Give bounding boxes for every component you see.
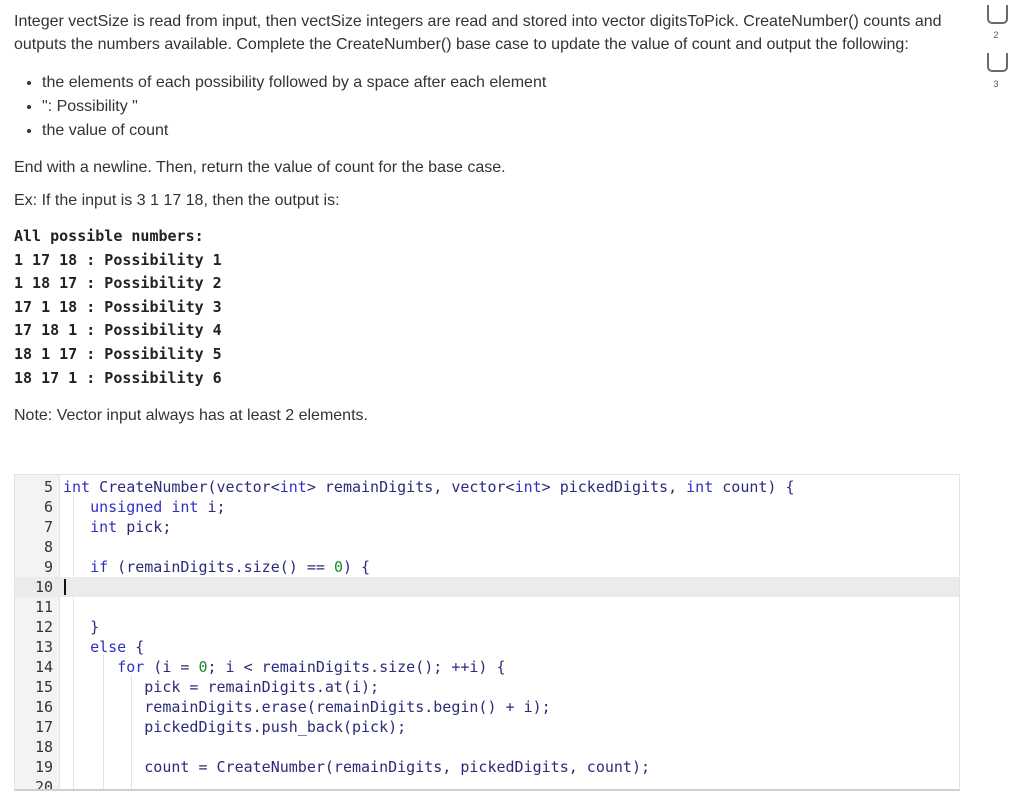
code-text[interactable]: int CreateNumber(vector<int> remainDigit… bbox=[63, 478, 795, 496]
line-number: 7 bbox=[43, 518, 53, 536]
note-paragraph: Note: Vector input always has at least 2… bbox=[14, 407, 368, 425]
list-item: the elements of each possibility followe… bbox=[42, 71, 944, 95]
list-item: the value of count bbox=[42, 119, 944, 143]
line-number: 20 bbox=[34, 778, 53, 791]
output-line: 18 1 17 : Possibility 5 bbox=[14, 344, 222, 363]
text-cursor bbox=[64, 579, 66, 595]
code-editor[interactable]: 5 int CreateNumber(vector<int> remainDigi… bbox=[14, 474, 960, 791]
line-number: 18 bbox=[34, 738, 53, 756]
code-line[interactable]: 17 pickedDigits.push_back(pick); bbox=[15, 717, 959, 737]
output-line: 1 17 18 : Possibility 1 bbox=[14, 250, 222, 269]
code-line[interactable]: 18 bbox=[15, 737, 959, 757]
line-number: 15 bbox=[34, 678, 53, 696]
code-text[interactable]: else { bbox=[90, 638, 145, 656]
code-line[interactable]: 10 bbox=[15, 577, 959, 597]
code-text[interactable]: if (remainDigits.size() == 0) { bbox=[90, 558, 371, 576]
output-line: 1 18 17 : Possibility 2 bbox=[14, 274, 222, 293]
output-line: 17 18 1 : Possibility 4 bbox=[14, 321, 222, 340]
end-paragraph: End with a newline. Then, return the val… bbox=[14, 159, 506, 176]
code-text[interactable]: for (i = 0; i < remainDigits.size(); ++i… bbox=[117, 658, 506, 676]
code-line[interactable]: 7 int pick; bbox=[15, 517, 959, 537]
requirements-list: the elements of each possibility followe… bbox=[14, 71, 944, 143]
code-text[interactable]: pick = remainDigits.at(i); bbox=[63, 678, 380, 696]
line-number: 8 bbox=[43, 538, 53, 556]
line-number: 9 bbox=[43, 558, 53, 576]
code-line[interactable]: 5 int CreateNumber(vector<int> remainDigi… bbox=[15, 477, 959, 497]
check-label: 3 bbox=[993, 79, 999, 89]
code-text[interactable]: remainDigits.erase(remainDigits.begin() … bbox=[63, 698, 551, 716]
code-line[interactable]: 11 bbox=[15, 597, 959, 617]
intro-paragraph: Integer vectSize is read from input, the… bbox=[14, 13, 942, 53]
output-line: 17 1 18 : Possibility 3 bbox=[14, 297, 222, 316]
check-label: 2 bbox=[993, 30, 999, 40]
code-line[interactable]: 13 else { bbox=[15, 637, 959, 657]
line-number: 10 bbox=[34, 578, 53, 596]
code-line[interactable]: 14 for (i = 0; i < remainDigits.size(); … bbox=[15, 657, 959, 677]
line-number: 16 bbox=[34, 698, 53, 716]
code-text[interactable]: } bbox=[63, 618, 100, 636]
line-number-gutter bbox=[15, 475, 59, 789]
line-number: 6 bbox=[43, 498, 53, 516]
checkbox-icon[interactable] bbox=[987, 53, 1008, 72]
code-text[interactable]: int pick; bbox=[90, 518, 172, 536]
code-line[interactable]: 12 } bbox=[15, 617, 959, 637]
line-number: 17 bbox=[34, 718, 53, 736]
line-number: 19 bbox=[34, 758, 53, 776]
code-text[interactable]: count = CreateNumber(remainDigits, picke… bbox=[63, 758, 650, 776]
list-item: ": Possibility " bbox=[42, 95, 944, 119]
output-line: 18 17 1 : Possibility 6 bbox=[14, 368, 222, 387]
line-number: 14 bbox=[34, 658, 53, 676]
code-line[interactable]: 19 count = CreateNumber(remainDigits, pi… bbox=[15, 757, 959, 777]
code-line[interactable]: 16 remainDigits.erase(remainDigits.begin… bbox=[15, 697, 959, 717]
code-line[interactable]: 6 unsigned int i; bbox=[15, 497, 959, 517]
line-number: 5 bbox=[43, 478, 53, 496]
code-line[interactable]: 15 pick = remainDigits.at(i); bbox=[15, 677, 959, 697]
line-number: 13 bbox=[34, 638, 53, 656]
output-line: All possible numbers: bbox=[14, 227, 204, 245]
problem-statement: Integer vectSize is read from input, the… bbox=[14, 10, 944, 427]
checkbox-icon[interactable] bbox=[987, 5, 1008, 24]
code-line[interactable]: 8 bbox=[15, 537, 959, 557]
code-text[interactable]: pickedDigits.push_back(pick); bbox=[63, 718, 407, 736]
line-number: 12 bbox=[34, 618, 53, 636]
example-paragraph: Ex: If the input is 3 1 17 18, then the … bbox=[14, 192, 340, 209]
line-number: 11 bbox=[34, 598, 53, 616]
example-output: All possible numbers: 1 17 18 : Possibil… bbox=[14, 225, 944, 390]
code-line[interactable]: 9 if (remainDigits.size() == 0) { bbox=[15, 557, 959, 577]
code-text[interactable]: unsigned int i; bbox=[90, 498, 226, 516]
code-line[interactable]: 20 bbox=[15, 777, 959, 791]
